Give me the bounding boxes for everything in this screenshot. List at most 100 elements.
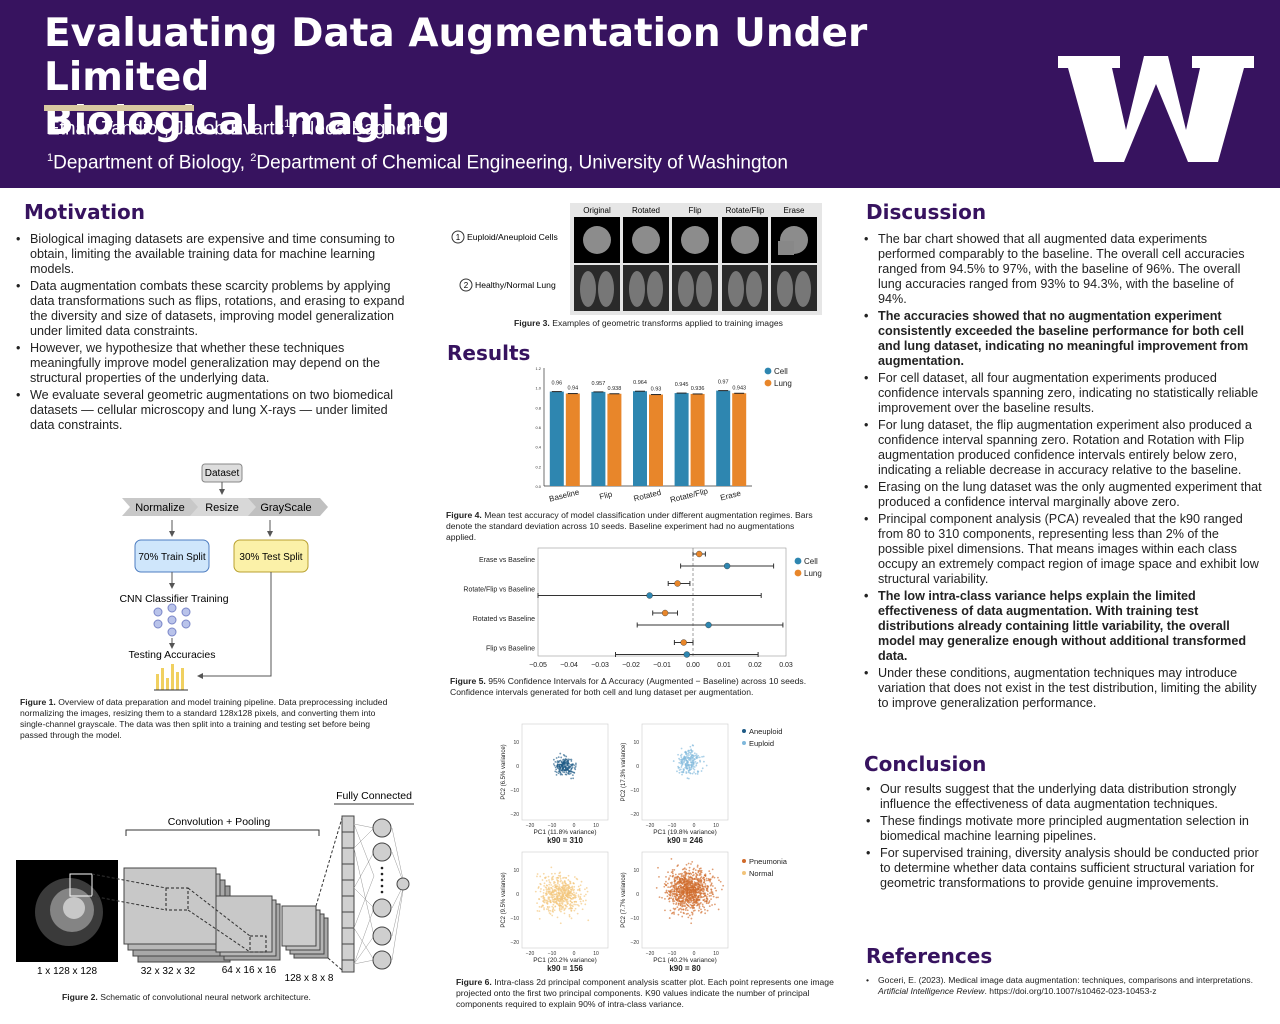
conv-layer-32 (123, 867, 231, 963)
pca-point (709, 892, 711, 895)
figure-4-caption: Figure 4. Mean test accuracy of model cl… (446, 510, 822, 543)
pca-point (655, 887, 658, 889)
pca-point (695, 756, 698, 759)
pca-point (536, 875, 538, 878)
pca-point (667, 886, 670, 888)
pca-point (683, 895, 686, 897)
pca-point (699, 886, 702, 889)
pca-point (690, 922, 693, 925)
pca-point (708, 895, 711, 897)
pca-point (705, 897, 708, 900)
x-tick-label: Baseline (548, 487, 580, 503)
pca-point (693, 892, 696, 895)
pca-point (694, 772, 697, 775)
pca-point (683, 756, 686, 758)
pca-point (543, 901, 546, 904)
pca-point (545, 891, 548, 894)
dataset-node: Dataset (201, 463, 243, 483)
pca-point (681, 773, 683, 776)
pca-point (691, 871, 694, 874)
pca-point (701, 767, 704, 770)
pca-point (690, 901, 693, 903)
pca-point (684, 887, 687, 890)
pca-point (579, 889, 581, 892)
pca-point (555, 892, 558, 894)
pca-point (691, 913, 694, 916)
pca-point (665, 891, 668, 893)
pca-point (681, 901, 684, 904)
pca-point (569, 765, 572, 768)
pca-point (560, 902, 563, 905)
pca-point (569, 886, 572, 889)
pca-point (697, 904, 699, 906)
pca-point (688, 869, 691, 872)
pca-point (664, 897, 666, 900)
pca-point (684, 757, 687, 760)
y-axis-label: PC2 (7.7% variance) (621, 872, 627, 927)
pca-point (665, 889, 668, 892)
pca-point (552, 903, 555, 906)
x-tick-label: 10 (593, 823, 599, 829)
pca-point (564, 907, 567, 910)
pca-point (687, 872, 690, 875)
pca-point (691, 912, 694, 915)
pca-point (573, 900, 576, 903)
pca-point (571, 904, 573, 907)
pca-point (567, 892, 570, 895)
figure-1-caption: Figure 1. Overview of data preparation a… (20, 697, 392, 741)
pca-point (684, 875, 687, 878)
pca-point (666, 895, 669, 898)
pca-point (690, 766, 693, 769)
pca-point (557, 763, 559, 766)
pca-point (693, 771, 695, 774)
pca-point (669, 893, 672, 895)
pca-point (564, 896, 566, 899)
pca-point (694, 869, 697, 872)
caption-text: Schematic of convolutional neural networ… (97, 992, 311, 1002)
pca-point (717, 908, 720, 911)
pca-point (708, 905, 711, 908)
pca-point (553, 898, 555, 901)
figure-3-caption: Figure 3. Examples of geometric transfor… (514, 318, 814, 329)
pca-point (571, 774, 574, 777)
pca-point (568, 767, 571, 770)
conv-layer-64 (215, 895, 281, 961)
pca-point (556, 898, 559, 901)
pca-point (691, 882, 694, 885)
pca-point (571, 771, 574, 774)
pca-point (576, 889, 579, 891)
y-tick-label: 1.0 (535, 386, 541, 391)
pca-point (563, 909, 566, 912)
pca-point (542, 872, 545, 875)
pca-point (682, 768, 685, 770)
pca-point (673, 890, 676, 893)
pca-point (699, 891, 702, 894)
y-tick-label: −20 (511, 812, 520, 818)
motivation-list: Biological imaging datasets are expensiv… (14, 232, 414, 435)
pca-point (563, 890, 566, 892)
pca-point (556, 761, 559, 764)
pca-point (673, 878, 676, 881)
pca-point (697, 896, 700, 899)
pca-point (686, 909, 689, 912)
pca-point (557, 896, 559, 898)
pca-point (695, 885, 698, 887)
legend-swatch (742, 741, 746, 745)
pca-point (577, 895, 580, 898)
y-tick-label: 0 (636, 764, 639, 770)
pca-point (547, 909, 550, 912)
pca-point (699, 881, 702, 884)
pca-point (687, 761, 690, 764)
column-label: Erase (784, 206, 805, 215)
legend-label: Euploid (749, 739, 774, 748)
pca-point (675, 892, 678, 895)
pca-point (546, 884, 549, 887)
panel-frame (641, 723, 729, 821)
pca-point (687, 900, 690, 903)
conclusion-heading: Conclusion (864, 752, 987, 776)
pca-point (710, 882, 713, 885)
legend-swatch (742, 871, 746, 875)
x-tick-label: Erase (719, 489, 742, 503)
caption-label: Figure 2. (62, 992, 98, 1002)
pca-point (554, 893, 557, 896)
